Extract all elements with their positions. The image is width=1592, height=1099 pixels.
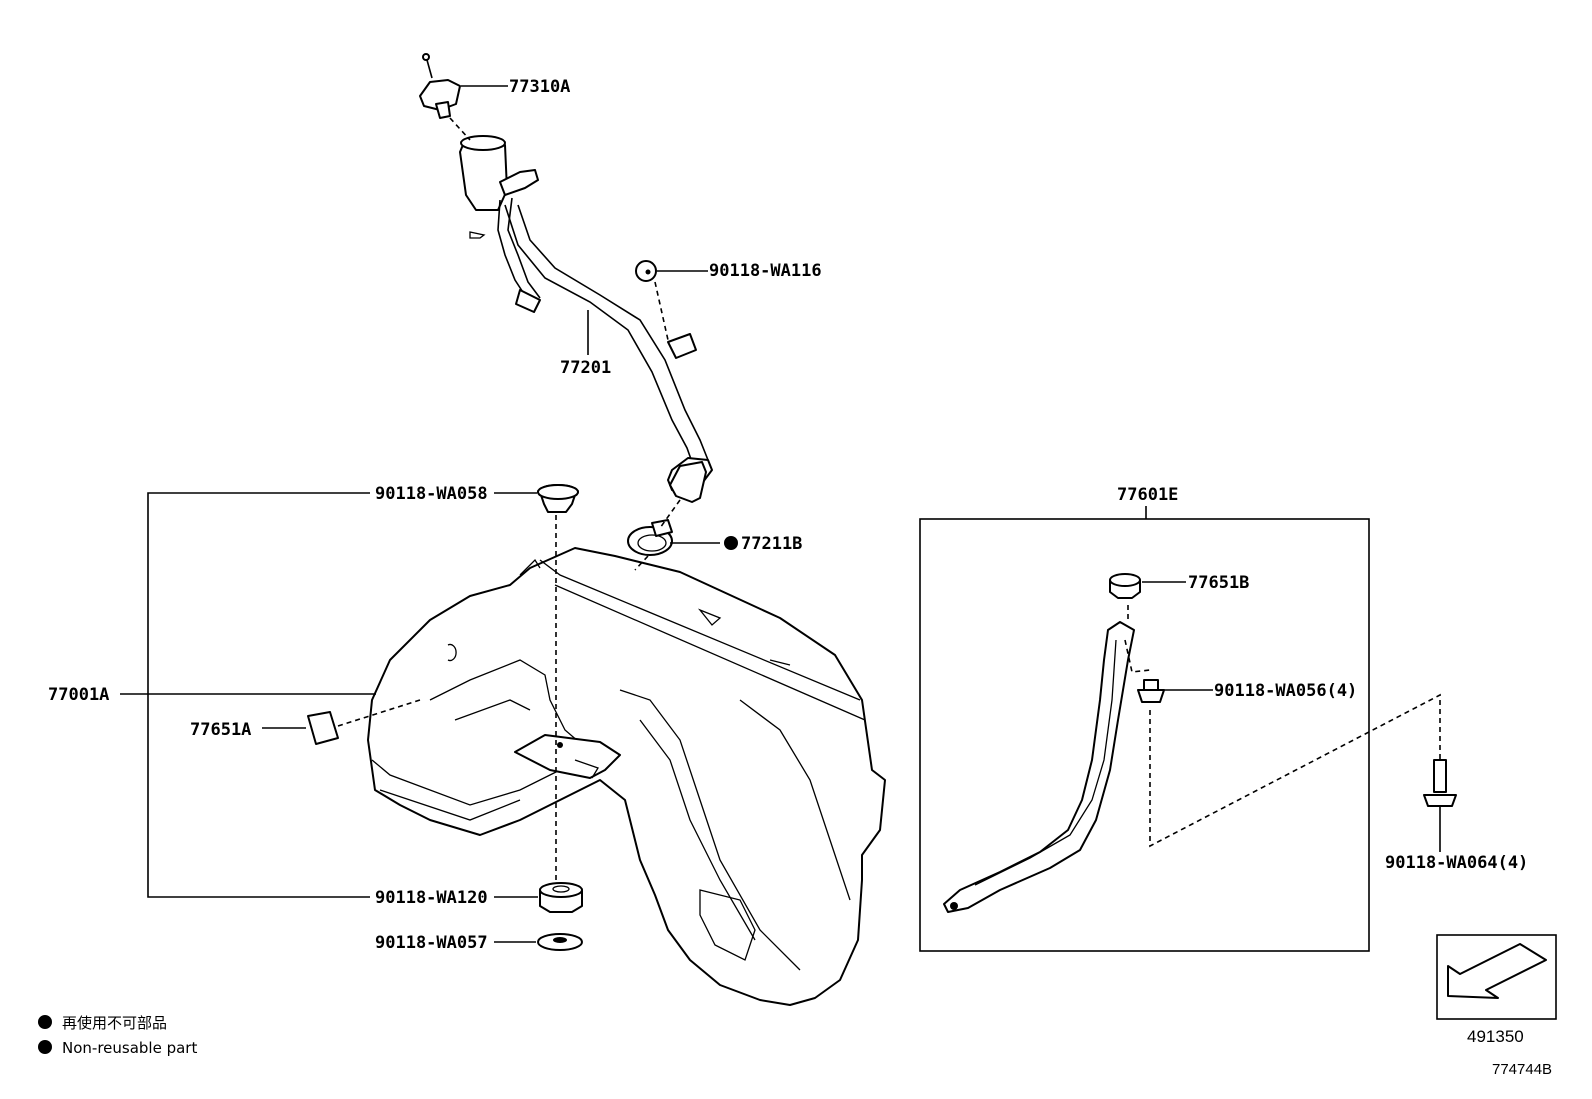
label-77201: 77201 — [560, 358, 611, 378]
cushion-drawing — [539, 882, 583, 913]
label-90118-WA116: 90118-WA116 — [709, 261, 822, 281]
label-77601E: 77601E — [1117, 485, 1178, 505]
label-90118-WA058: 90118-WA058 — [375, 484, 488, 504]
pad-drawing — [307, 699, 421, 745]
part-labels: 77310A 90118-WA116 77201 90118-WA058 772… — [48, 77, 1528, 953]
label-77310A: 77310A — [509, 77, 570, 97]
clip-drawing — [635, 260, 669, 341]
fuel-tank-drawing — [367, 547, 886, 1006]
label-90118-WA120: 90118-WA120 — [375, 888, 488, 908]
non-reusable-marker-icon — [724, 536, 738, 550]
reference-frame — [1436, 934, 1557, 1020]
legend-marker-icon — [38, 1015, 52, 1029]
washer-drawing — [537, 933, 583, 951]
tank-band-drawing — [943, 573, 1457, 913]
label-77651B: 77651B — [1188, 573, 1249, 593]
hose-clamp-drawing — [627, 499, 681, 571]
legend-line-english: Non-reusable part — [62, 1039, 197, 1057]
label-77651A: 77651A — [190, 720, 251, 740]
label-90118-WA057: 90118-WA057 — [375, 933, 488, 953]
legend-line-japanese: 再使用不可部品 — [62, 1014, 167, 1032]
fuel-cap-drawing — [419, 53, 471, 141]
reference-code: 491350 — [1467, 1027, 1524, 1046]
label-77001A: 77001A — [48, 685, 109, 705]
arrow-box-icon — [1447, 943, 1547, 999]
band-group-frame — [919, 518, 1370, 952]
label-90118-WA056: 90118-WA056(4) — [1214, 681, 1357, 701]
reference-arrow-box[interactable]: 491350 — [1436, 934, 1557, 1046]
leader-lines — [120, 85, 1441, 943]
filler-pipe-drawing — [459, 135, 713, 503]
grommet-top-drawing — [537, 484, 579, 880]
legend: 再使用不可部品 Non-reusable part — [38, 1014, 197, 1057]
label-77211B: 77211B — [741, 534, 802, 554]
legend-marker-icon — [38, 1040, 52, 1054]
figure-code: 774744B — [1492, 1061, 1552, 1078]
label-90118-WA064: 90118-WA064(4) — [1385, 853, 1528, 873]
